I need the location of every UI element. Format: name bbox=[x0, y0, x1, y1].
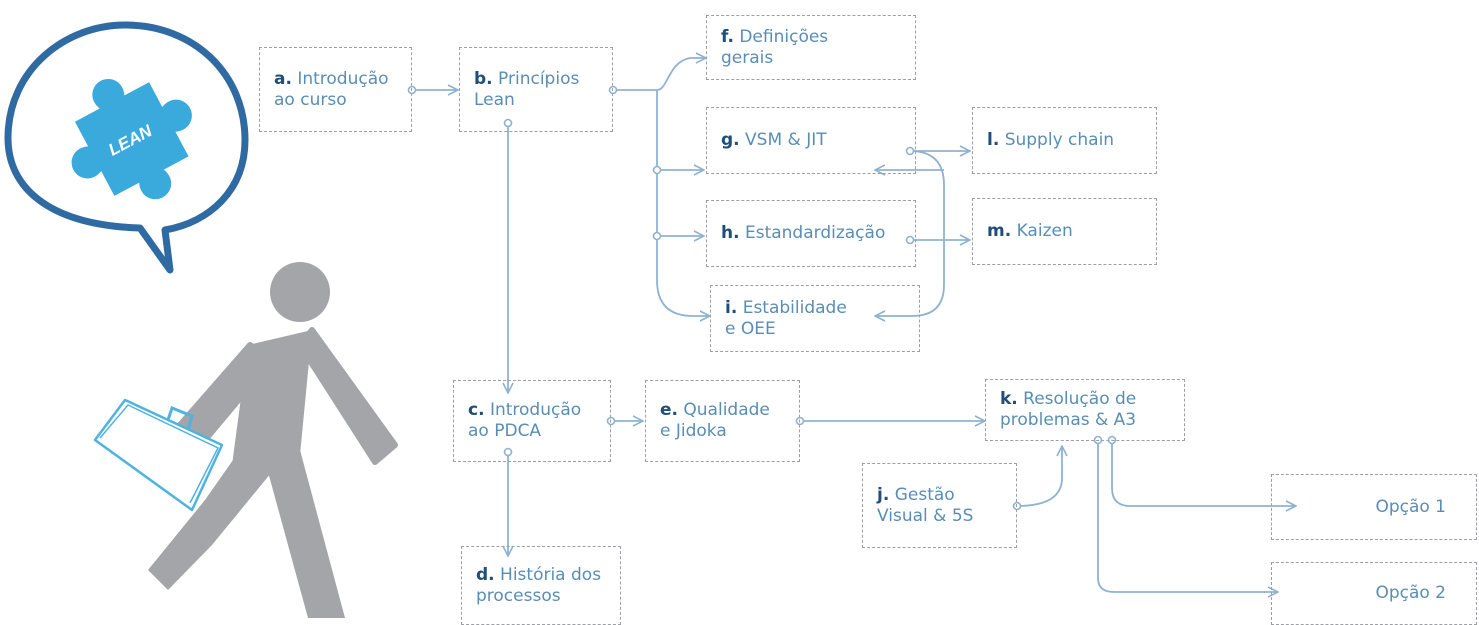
node-l[interactable]: l. Supply chain bbox=[972, 107, 1157, 174]
node-g-line1: VSM & JIT bbox=[739, 130, 827, 150]
node-a-line1: Introdução bbox=[291, 68, 389, 89]
node-k-letter: k. bbox=[1000, 389, 1018, 409]
puzzle-piece-icon bbox=[71, 78, 192, 200]
connectors bbox=[412, 58, 1296, 592]
node-m[interactable]: m. Kaizen bbox=[972, 198, 1157, 265]
node-d-line1: História dos bbox=[494, 564, 602, 585]
node-g-letter: g. bbox=[721, 130, 740, 150]
node-b-line1: Princípios bbox=[492, 68, 580, 89]
node-m-line1: Kaizen bbox=[1011, 221, 1073, 241]
node-opcao-1[interactable]: Opção 1 bbox=[1271, 474, 1477, 540]
node-i-letter: i. bbox=[725, 297, 738, 318]
walking-person-icon bbox=[148, 262, 398, 618]
node-m-letter: m. bbox=[987, 221, 1012, 241]
node-a-letter: a. bbox=[274, 68, 292, 89]
node-b-line2: Lean bbox=[474, 89, 515, 110]
node-l-line1: Supply chain bbox=[999, 130, 1115, 150]
node-i-line1: Estabilidade bbox=[737, 297, 847, 318]
node-e-line2: e Jidoka bbox=[660, 421, 727, 441]
node-h-letter: h. bbox=[721, 223, 740, 243]
node-d-letter: d. bbox=[476, 564, 495, 585]
node-j-line2: Visual & 5S bbox=[877, 505, 974, 526]
node-l-letter: l. bbox=[987, 130, 1000, 150]
node-opcao-2-label: Opção 2 bbox=[1375, 583, 1446, 603]
node-d-line2: processos bbox=[476, 585, 561, 606]
node-e-line1: Qualidade bbox=[678, 400, 770, 420]
node-c-letter: c. bbox=[468, 400, 485, 420]
node-k-line1: Resolução de bbox=[1017, 389, 1137, 409]
node-e-letter: e. bbox=[660, 400, 678, 420]
briefcase-icon bbox=[93, 398, 224, 512]
node-i-line2: e OEE bbox=[725, 318, 776, 339]
node-g[interactable]: g. VSM & JIT bbox=[706, 107, 916, 174]
node-j-letter: j. bbox=[877, 484, 890, 505]
node-c-line1: Introdução bbox=[484, 400, 582, 420]
node-f-line1: Definições bbox=[733, 26, 829, 47]
node-j-line1: Gestão bbox=[889, 484, 955, 505]
node-f-line2: gerais bbox=[721, 47, 774, 68]
node-b-letter: b. bbox=[474, 68, 493, 89]
node-opcao-2[interactable]: Opção 2 bbox=[1271, 562, 1477, 625]
node-a-line2: ao curso bbox=[274, 89, 347, 110]
connector-dots bbox=[407, 85, 1117, 511]
node-f-letter: f. bbox=[721, 26, 734, 47]
node-h-line1: Estandardização bbox=[739, 223, 886, 243]
node-k-line2: problemas & A3 bbox=[1000, 410, 1137, 430]
speech-bubble-icon: LEAN bbox=[4, 21, 249, 274]
node-c-line2: ao PDCA bbox=[468, 421, 542, 441]
node-h[interactable]: h. Estandardização bbox=[706, 200, 916, 267]
node-opcao-1-label: Opção 1 bbox=[1375, 496, 1446, 517]
